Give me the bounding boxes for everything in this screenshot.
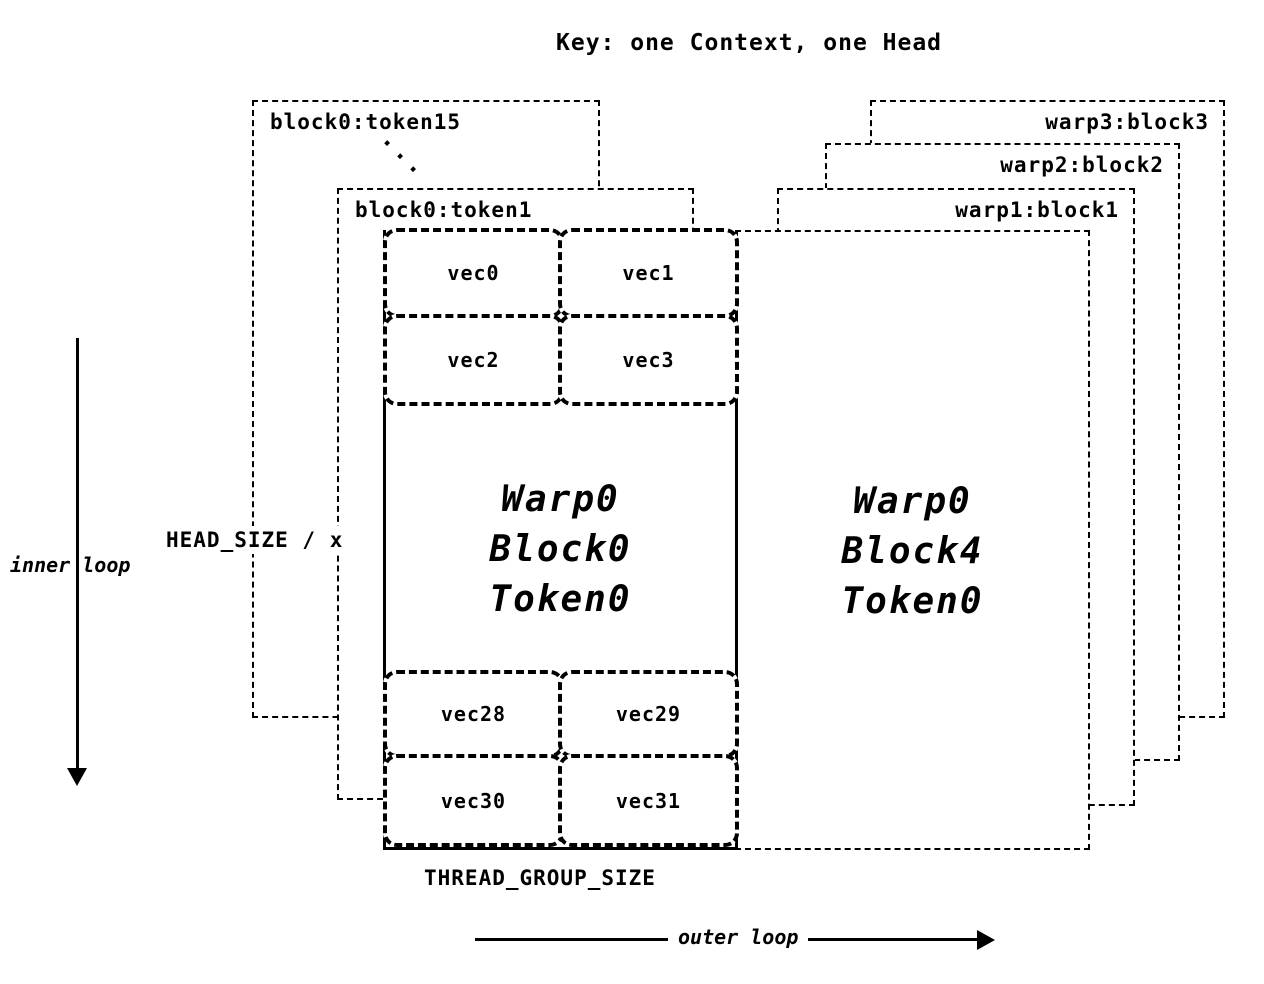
block0-caption-line2: Block0 [489, 529, 632, 570]
vec28-box: vec28 [383, 670, 564, 758]
vec0-label: vec0 [447, 261, 500, 285]
vec29-label: vec29 [615, 702, 682, 726]
vec30-label: vec30 [440, 788, 507, 813]
vec3-box: vec3 [558, 314, 739, 406]
block4-caption-line1: Warp0 [853, 481, 972, 522]
layer-label-warp1-block1: warp1:block1 [955, 198, 1119, 222]
block0-caption-line1: Warp0 [501, 479, 620, 520]
block4-caption-line2: Block4 [841, 531, 984, 572]
vec31-box: vec31 [558, 754, 739, 847]
layer-label-block0-token15: block0:token15 [270, 110, 462, 134]
vec2-box: vec2 [383, 314, 564, 406]
layer-label-warp2-block2: warp2:block2 [1000, 153, 1164, 177]
block4-caption: Warp0 Block4 Token0 [737, 477, 1088, 627]
vec0-box: vec0 [383, 228, 564, 318]
block0-caption: Warp0 Block0 Token0 [386, 475, 735, 625]
vec29-box: vec29 [558, 670, 739, 758]
vec2-label: vec2 [447, 348, 500, 372]
vec1-box: vec1 [558, 228, 739, 318]
head-size-label: HEAD_SIZE / x [163, 526, 347, 554]
thread-group-size-label: THREAD_GROUP_SIZE [424, 866, 656, 890]
vec1-label: vec1 [622, 261, 675, 285]
vec28-label: vec28 [440, 702, 507, 726]
layer-label-block0-token1: block0:token1 [355, 198, 533, 222]
block4-box: Warp0 Block4 Token0 [735, 230, 1090, 850]
inner-loop-label: inner loop [10, 553, 131, 577]
inner-loop-arrowhead-down-icon [67, 768, 87, 786]
outer-loop-arrowhead-right-icon [977, 930, 995, 950]
outer-loop-label: outer loop [668, 925, 809, 949]
block0-box: vec0 vec1 vec2 vec3 Warp0 Block0 Token0 … [383, 228, 739, 850]
layer-label-warp3-block3: warp3:block3 [1045, 110, 1209, 134]
vec31-label: vec31 [615, 788, 682, 813]
inner-loop-arrow-line [76, 338, 79, 770]
vec30-box: vec30 [383, 754, 564, 847]
block0-caption-line3: Token0 [489, 579, 632, 620]
vec3-label: vec3 [622, 348, 675, 372]
diagram-title: Key: one Context, one Head [556, 30, 943, 56]
block4-caption-line3: Token0 [841, 581, 984, 622]
